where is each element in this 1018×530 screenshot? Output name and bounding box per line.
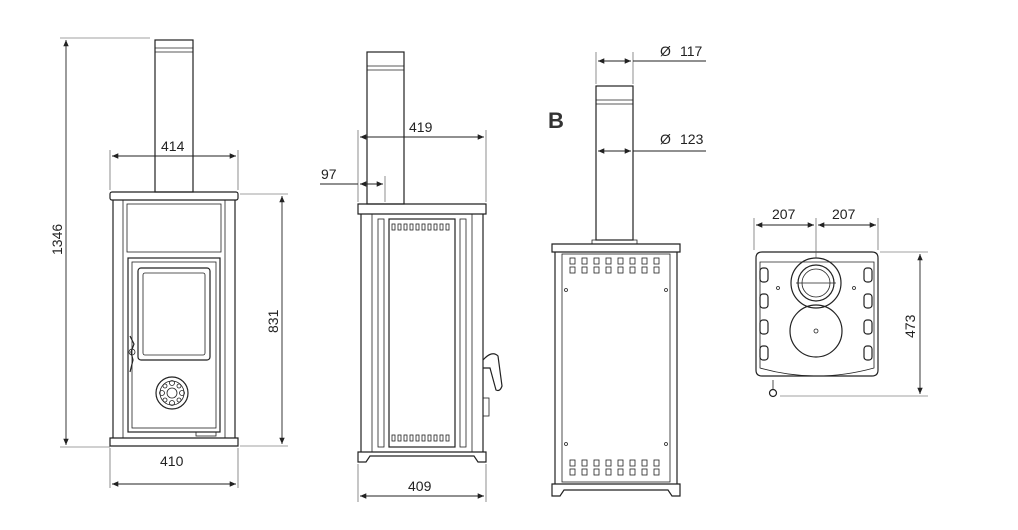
side-panel <box>388 218 456 448</box>
side-top-plate <box>357 203 487 215</box>
side-bottom-vents <box>391 434 450 442</box>
dim-rear-inner-diameter-symbol: Ø <box>660 131 671 147</box>
dim-top-depth-label: 473 <box>902 314 918 338</box>
side-base <box>357 451 487 463</box>
front-air-vent <box>155 376 189 410</box>
top-knob <box>768 388 778 398</box>
side-top-vents <box>391 223 450 231</box>
top-view: 207 207 473 <box>753 206 928 398</box>
dim-total-height-label: 1346 <box>49 224 65 255</box>
dim-front-body-height-label: 831 <box>265 309 281 333</box>
rear-top-vents <box>569 257 660 274</box>
front-body-outline <box>112 200 236 438</box>
top-outline <box>755 251 879 377</box>
front-top-plate <box>109 191 239 201</box>
side-view: 419 97 409 <box>320 51 503 502</box>
top-air-inlet <box>789 304 843 358</box>
side-flue-pipe <box>366 51 405 205</box>
rear-bottom-vents <box>569 459 660 476</box>
top-slots <box>759 267 873 361</box>
dim-side-small-offset-label: 97 <box>321 166 337 182</box>
rear-base <box>551 483 681 497</box>
front-door-window <box>137 267 211 361</box>
side-body-outline <box>360 214 484 452</box>
top-flue-collar <box>790 257 842 309</box>
rear-body-outline <box>554 252 678 484</box>
front-upper-panel <box>126 203 222 253</box>
rear-view: B <box>548 43 706 497</box>
side-door-handle <box>482 353 503 392</box>
dim-side-flue-offset-label: 419 <box>409 119 433 135</box>
dim-front-flue-width-label: 414 <box>161 138 185 154</box>
view-b-label: B <box>548 108 564 133</box>
dim-top-right-half-label: 207 <box>832 206 856 222</box>
dim-rear-outer-diameter-symbol: Ø <box>660 43 671 59</box>
rear-panel <box>561 253 671 483</box>
dim-top-left-half-label: 207 <box>772 206 796 222</box>
front-door-handle <box>129 335 135 373</box>
dim-side-depth-label: 409 <box>408 478 432 494</box>
dim-rear-inner-diameter-label: 123 <box>680 131 704 147</box>
rear-flue-pipe <box>595 85 634 241</box>
front-flue-pipe <box>154 39 194 193</box>
dim-rear-outer-diameter-label: 117 <box>680 43 703 59</box>
rear-top-plate <box>551 243 681 253</box>
front-base <box>109 437 239 447</box>
dim-front-width-label: 410 <box>160 453 184 469</box>
front-door <box>127 257 221 433</box>
front-view: 1346 414 410 831 <box>49 37 288 488</box>
